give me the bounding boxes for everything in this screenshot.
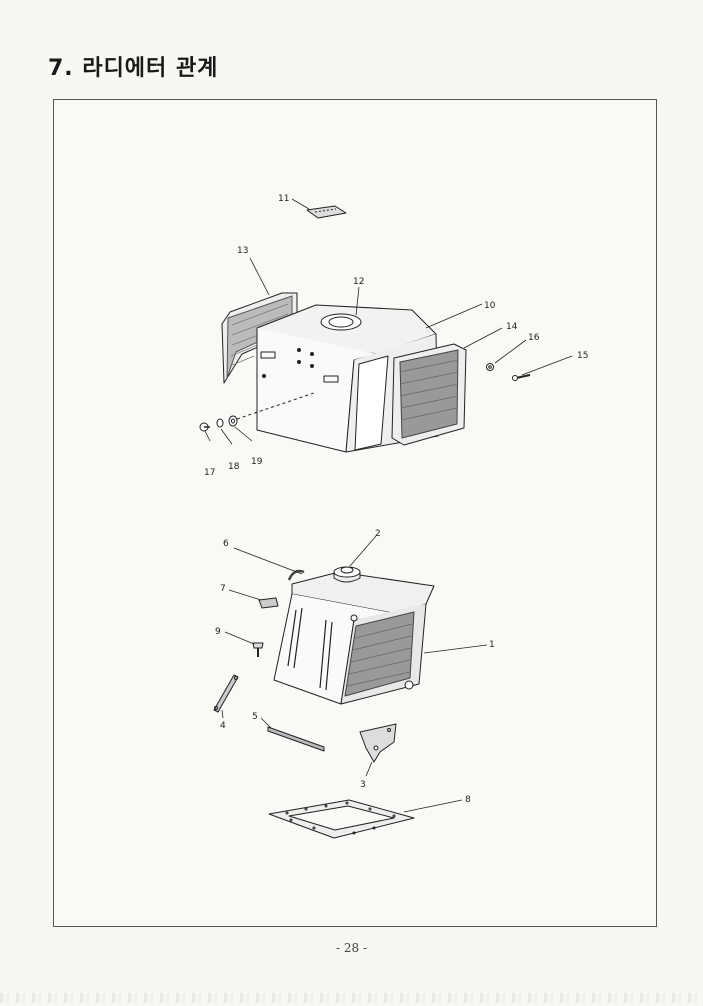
part-7-bracket	[258, 597, 279, 609]
callout-16: 16	[528, 333, 540, 343]
callout-9: 9	[215, 627, 221, 637]
callout-17: 17	[204, 468, 215, 478]
scan-artifact-strip	[0, 993, 703, 1003]
part-4-stay	[213, 674, 239, 713]
leader-lines	[204, 198, 573, 813]
diagram-frame: 11 13 12 10 14 16 15 17 18 19 6 2 7 9 1 …	[53, 99, 657, 927]
callout-1: 1	[489, 640, 495, 650]
page-number: - 28 -	[335, 941, 367, 955]
part-3-mount-bracket	[359, 723, 397, 763]
part-11-plate	[306, 205, 347, 219]
part-5-strip	[267, 726, 325, 752]
part-8-gasket	[268, 799, 415, 839]
hardware-17-18-19	[199, 392, 315, 432]
callout-11: 11	[278, 194, 289, 204]
callout-14: 14	[506, 322, 518, 332]
page-title: 7. 라디에터 관계	[48, 56, 219, 81]
callout-15: 15	[577, 351, 588, 361]
callout-labels: 11 13 12 10 14 16 15 17 18 19 6 2 7 9 1 …	[204, 194, 588, 805]
part-6-pipe	[287, 569, 305, 581]
callout-3: 3	[360, 780, 366, 790]
exploded-view-diagram: 11 13 12 10 14 16 15 17 18 19 6 2 7 9 1 …	[199, 194, 588, 839]
callout-18: 18	[228, 462, 240, 472]
callout-13: 13	[237, 246, 248, 256]
callout-5: 5	[252, 712, 258, 722]
callout-12: 12	[353, 277, 364, 287]
hardware-15-16	[486, 363, 531, 381]
callout-6: 6	[223, 539, 229, 549]
part-2-radiator-cap	[333, 566, 361, 583]
callout-7: 7	[220, 584, 226, 594]
part-9-bolt	[252, 642, 264, 657]
callout-10: 10	[484, 301, 496, 311]
part-1-radiator	[273, 571, 435, 705]
callout-19: 19	[251, 457, 263, 467]
callout-8: 8	[465, 795, 471, 805]
callout-4: 4	[220, 721, 226, 731]
callout-2: 2	[375, 529, 381, 539]
part-14-front-grille	[391, 343, 467, 446]
